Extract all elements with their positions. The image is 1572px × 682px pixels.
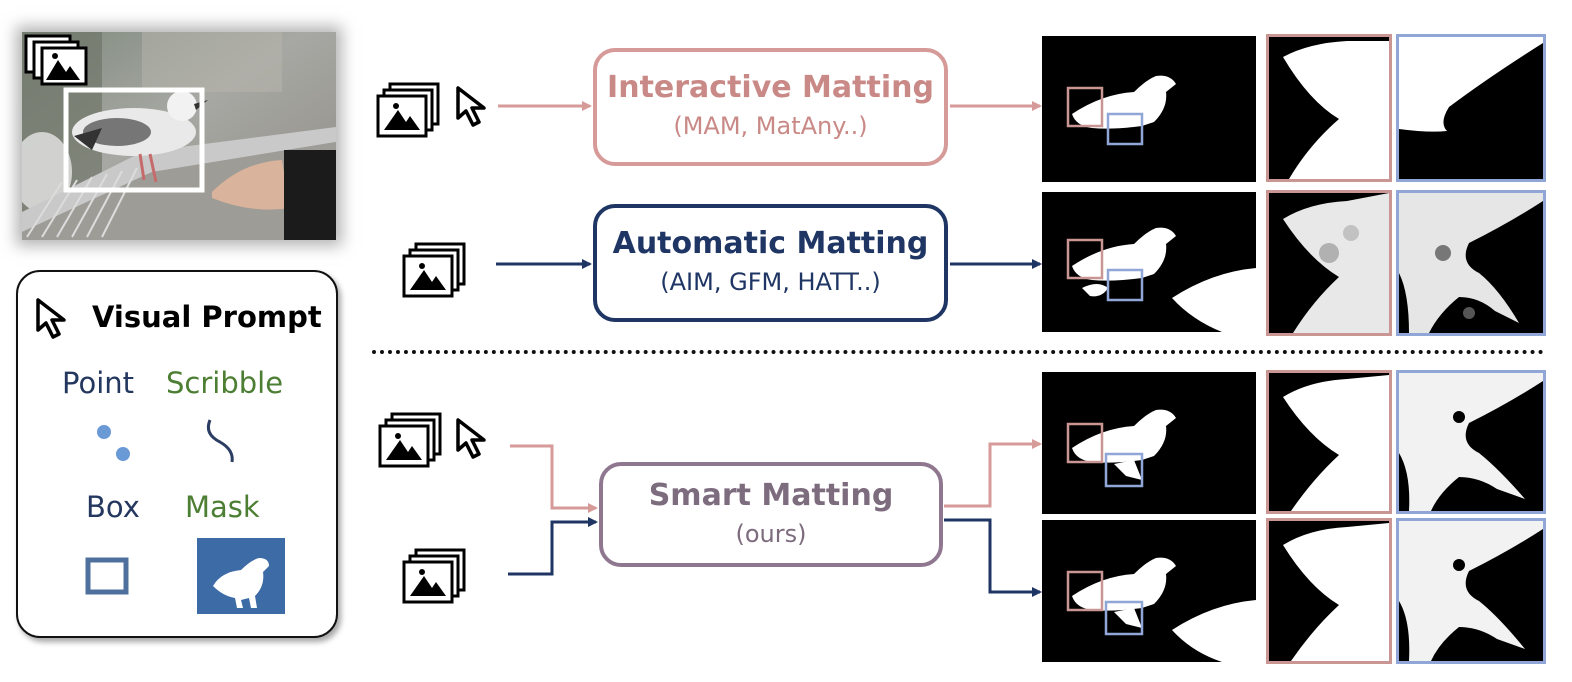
crop-pink-smart-prompt: [1266, 370, 1392, 514]
image-stack-icon: [374, 80, 444, 138]
smart-matting-examples: (ours): [735, 519, 807, 548]
image-stack-icon: [376, 410, 446, 468]
cursor-icon: [454, 84, 498, 130]
arrow-smart-in-auto: [508, 517, 598, 576]
smart-matting-box: Smart Matting (ours): [599, 462, 943, 567]
crop-blue-automatic: [1396, 190, 1546, 336]
crop-pink-smart-auto: [1266, 518, 1392, 664]
dot-point-icon: [90, 420, 140, 466]
crop-pink-automatic: [1266, 190, 1392, 336]
automatic-matting-examples: (AIM, GFM, HATT..): [660, 268, 881, 297]
image-stack-icon: [22, 32, 92, 88]
legend-scribble-label: Scribble: [166, 366, 284, 400]
legend-title: Visual Prompt: [92, 300, 322, 334]
legend-point-label: Point: [62, 366, 135, 400]
legend-box-label: Box: [86, 490, 140, 524]
source-photo: [22, 32, 336, 240]
automatic-matting-box: Automatic Matting (AIM, GFM, HATT..): [593, 204, 948, 322]
crop-pink-interactive: [1266, 34, 1392, 182]
automatic-matting-title: Automatic Matting: [612, 226, 929, 262]
image-stack-icon: [400, 240, 470, 298]
box-prompt-icon: [84, 556, 130, 596]
alpha-matte-smart-auto: [1042, 520, 1256, 662]
arrow-smart-in-prompt: [510, 444, 598, 513]
legend-mask-label: Mask: [185, 490, 260, 524]
scribble-icon: [196, 416, 246, 466]
mask-prompt-icon: [197, 538, 285, 614]
cursor-icon: [454, 416, 498, 462]
interactive-matting-title: Interactive Matting: [607, 70, 934, 106]
alpha-matte-automatic: [1042, 192, 1256, 332]
interactive-matting-examples: (MAM, MatAny..): [673, 112, 868, 141]
crop-blue-interactive: [1396, 34, 1546, 182]
crop-blue-smart-auto: [1396, 518, 1546, 664]
cursor-icon: [34, 296, 76, 340]
arrow-smart-out-prompt: [944, 439, 1042, 508]
interactive-matting-box: Interactive Matting (MAM, MatAny..): [593, 48, 948, 166]
alpha-matte-smart-prompt: [1042, 372, 1256, 514]
section-divider: [372, 350, 1544, 354]
arrow-smart-out-auto: [944, 518, 1042, 597]
smart-matting-title: Smart Matting: [648, 477, 894, 513]
alpha-matte-interactive: [1042, 36, 1256, 182]
image-stack-icon: [400, 546, 470, 604]
crop-blue-smart-prompt: [1396, 370, 1546, 514]
